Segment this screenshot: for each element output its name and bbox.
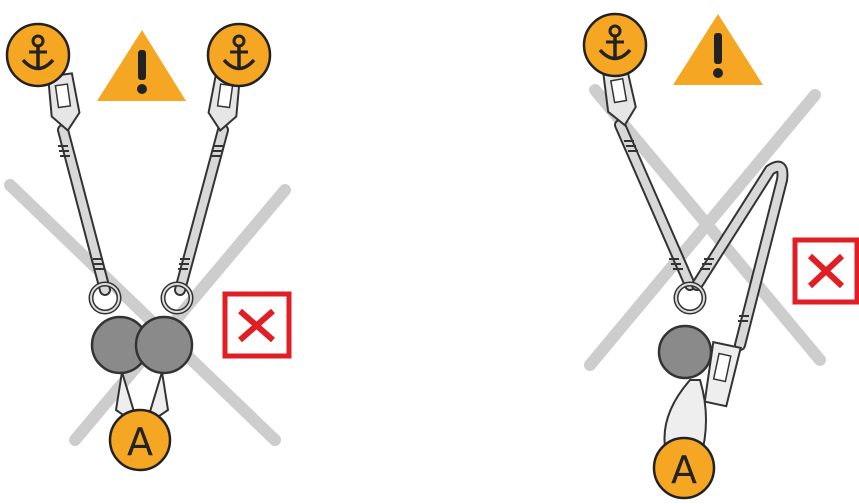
warning-triangle-icon: [673, 14, 763, 85]
connector-clipped-back: [703, 340, 742, 408]
lanyard-anchor-strap: [614, 119, 696, 291]
attachment-point-badge: A: [652, 436, 716, 500]
anchor-badge-right: [206, 22, 272, 88]
attachment-label: A: [671, 448, 697, 492]
scene-left: A: [4, 22, 292, 472]
scene-right: A: [582, 12, 859, 500]
anchor-badge-left: [5, 22, 71, 88]
attachment-label: A: [127, 420, 153, 464]
absorber: [657, 324, 713, 380]
warning-triangle-icon: [97, 30, 186, 101]
cross-mark: [584, 84, 826, 371]
absorber-right: [134, 315, 194, 375]
anchor-badge: [582, 12, 648, 78]
attachment-point-badge: A: [108, 408, 172, 472]
lanyard-right-strap: [174, 124, 229, 296]
lanyard-loop-strap: [691, 160, 789, 351]
prohibited-x-box-icon: [222, 291, 292, 359]
prohibited-x-box-icon: [792, 237, 859, 305]
cross-mark: [4, 179, 291, 446]
lanyard-left-strap: [57, 124, 111, 296]
